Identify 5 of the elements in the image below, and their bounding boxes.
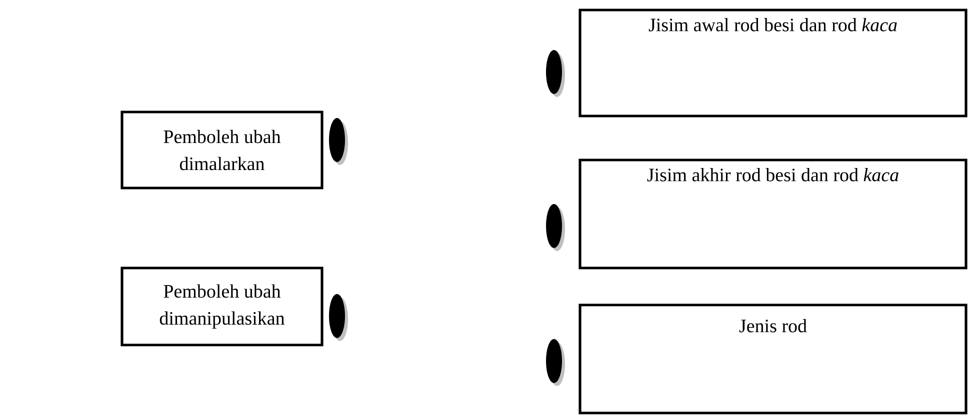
answer-box: Pemboleh ubah dimalarkan bbox=[120, 110, 324, 190]
answer-box: Jisim awal rod besi dan rod kaca bbox=[578, 8, 968, 118]
answer-box: Jenis rod bbox=[578, 304, 968, 414]
answer-box: Jisim akhir rod besi dan rod kaca bbox=[578, 158, 968, 270]
answer-box: Pemboleh ubah dimanipulasikan bbox=[120, 266, 324, 346]
